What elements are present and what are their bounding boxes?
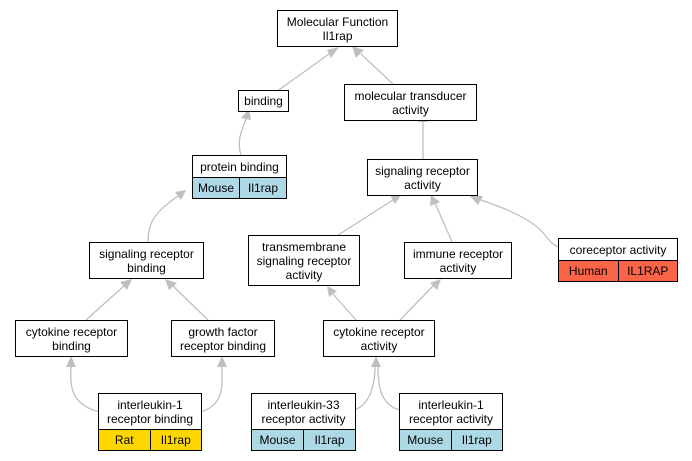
node-label: signaling receptor activity (375, 163, 470, 192)
species-label: Human (559, 261, 618, 281)
annotation-interleukin-1-receptor-activity: Mouse Il1rap (399, 429, 503, 451)
edge-il1a-to-cra (377, 365, 401, 411)
arrowhead (390, 194, 402, 204)
node-signaling-receptor-activity[interactable]: signaling receptor activity (367, 159, 478, 196)
node-label: molecular transducer activity (354, 88, 467, 117)
arrowhead (352, 46, 364, 58)
edge-coreceptor-to-sra (480, 199, 561, 249)
arrowhead (430, 195, 440, 206)
node-label: interleukin-33 receptor activity (261, 397, 346, 426)
species-label: Mouse (252, 430, 303, 450)
arrowhead (327, 286, 337, 297)
arrowhead (371, 356, 381, 367)
node-label: binding (244, 94, 283, 108)
edge-il1b-to-crb (70, 365, 101, 413)
node-label: transmembrane signaling receptor activit… (256, 239, 352, 282)
node-interleukin-33-receptor-activity[interactable]: interleukin-33 receptor activity (251, 393, 356, 430)
edge-gfrb-to-srb (172, 285, 209, 321)
node-molecular-function[interactable]: Molecular Function Il1rap (277, 10, 398, 47)
edge-binding-to-root (275, 53, 330, 93)
node-growth-factor-receptor-binding[interactable]: growth factor receptor binding (171, 320, 275, 357)
node-label: cytokine receptor activity (333, 324, 425, 353)
node-label: immune receptor activity (412, 246, 504, 275)
node-interleukin-1-receptor-activity[interactable]: interleukin-1 receptor activity (399, 393, 503, 430)
edge-transmembrane-to-sra (334, 199, 394, 238)
arrowhead (66, 356, 76, 367)
node-coreceptor-activity[interactable]: coreceptor activity (558, 238, 678, 261)
annotation-protein-binding: Mouse Il1rap (192, 177, 287, 199)
node-immune-receptor-activity[interactable]: immune receptor activity (404, 242, 512, 279)
node-signaling-receptor-binding[interactable]: signaling receptor binding (89, 242, 204, 279)
edge-il1b-to-gfrb (199, 366, 223, 413)
node-label: interleukin-1 receptor activity (408, 397, 494, 426)
gene-label: Il1rap (239, 178, 286, 198)
node-label: protein binding (200, 159, 279, 174)
gene-label: IL1RAP (617, 261, 677, 281)
node-gene-label: Il1rap (322, 28, 353, 43)
annotation-interleukin-33-receptor-activity: Mouse Il1rap (251, 429, 356, 451)
node-interleukin-1-receptor-binding[interactable]: interleukin-1 receptor binding (98, 393, 202, 430)
node-cytokine-receptor-activity[interactable]: cytokine receptor activity (323, 320, 435, 357)
node-protein-binding[interactable]: protein binding (192, 155, 287, 178)
edge-il33-to-cra (353, 365, 376, 411)
node-binding[interactable]: binding (238, 90, 289, 112)
node-molecular-transducer-activity[interactable]: molecular transducer activity (344, 84, 477, 121)
species-label: Rat (99, 430, 150, 450)
edge-protein-to-binding (238, 118, 247, 156)
node-label: growth factor receptor binding (179, 324, 267, 353)
arrowhead (217, 356, 227, 367)
gene-label: Il1rap (149, 430, 201, 450)
annotation-interleukin-1-receptor-binding: Rat Il1rap (98, 429, 202, 451)
node-transmembrane-signaling-receptor-activity[interactable]: transmembrane signaling receptor activit… (248, 235, 360, 286)
arrowhead (120, 279, 132, 290)
annotation-coreceptor-activity: Human IL1RAP (558, 260, 678, 282)
node-label: interleukin-1 receptor binding (106, 397, 194, 426)
arrowhead (327, 47, 339, 58)
arrowhead (430, 279, 441, 290)
node-label: coreceptor activity (569, 242, 667, 257)
species-label: Mouse (400, 430, 451, 450)
arrowhead (165, 279, 177, 290)
node-label: Molecular Function (286, 14, 389, 29)
gene-label: Il1rap (450, 430, 502, 450)
edge-cra-to-immune (399, 285, 434, 321)
node-label: cytokine receptor binding (25, 324, 118, 353)
node-cytokine-receptor-binding[interactable]: cytokine receptor binding (15, 320, 128, 357)
edge-immune-to-sra (434, 202, 453, 243)
node-label: signaling receptor binding (99, 246, 194, 275)
species-label: Mouse (193, 178, 239, 198)
arrowhead (470, 196, 483, 205)
arrowhead (175, 190, 186, 200)
edge-cra-to-transmembrane (332, 293, 357, 321)
edge-transducer-to-root (360, 53, 395, 86)
edge-srb-to-protein (147, 195, 179, 243)
gene-label: Il1rap (303, 430, 355, 450)
edge-crb-to-srb (85, 285, 125, 321)
